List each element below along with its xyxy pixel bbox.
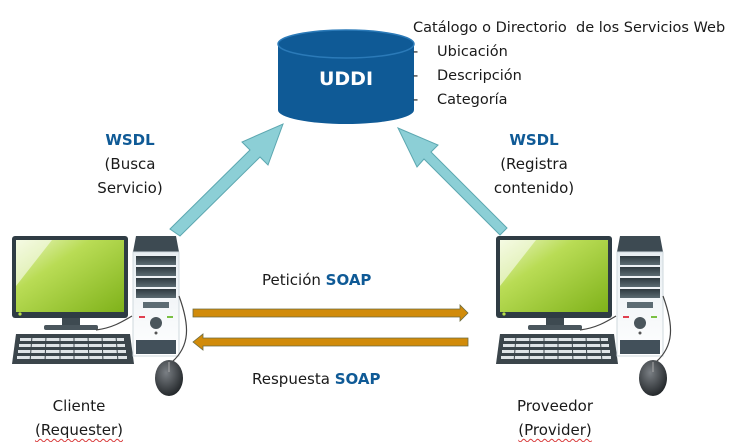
client-computer-icon (11, 235, 188, 397)
registry-description: Catálogo o Directorio de los Servicios W… (413, 16, 725, 112)
registry-item-label: Descripción (437, 68, 522, 84)
registry-item: - Descripción (413, 64, 725, 88)
request-protocol: SOAP (325, 271, 372, 289)
bullet-dash: - (413, 92, 419, 108)
bullet-dash: - (413, 44, 419, 60)
wsdl-protocol: WSDL (105, 131, 155, 149)
wsdl-action-line2: contenido) (493, 179, 575, 197)
wsdl-register-label: WSDL (Registra contenido) (482, 128, 586, 200)
client-role-text: (Requester) (34, 421, 124, 439)
wsdl-action-line1: (Busca (104, 155, 156, 173)
registry-description-title: Catálogo o Directorio de los Servicios W… (413, 20, 726, 36)
client-role: (Requester) (24, 418, 134, 442)
soap-response-arrow (192, 333, 469, 351)
soap-request-label: Petición SOAP (262, 268, 371, 292)
provider-role: (Provider) (500, 418, 610, 442)
soap-request-arrow (192, 304, 469, 322)
registry-item-label: Categoría (437, 92, 508, 108)
registry-item: - Ubicación (413, 40, 725, 64)
provider-computer-icon (495, 235, 672, 397)
soap-response-label: Respuesta SOAP (252, 367, 380, 391)
wsdl-register-arrow (396, 127, 508, 236)
uddi-database-icon (277, 29, 415, 124)
registry-item-label: Ubicación (437, 44, 508, 60)
client-name: Cliente (52, 397, 106, 415)
uddi-label: UDDI (318, 68, 374, 90)
wsdl-action-line1: (Registra (500, 155, 568, 173)
response-prefix: Respuesta (252, 370, 330, 388)
provider-name: Proveedor (517, 397, 593, 415)
wsdl-protocol: WSDL (509, 131, 559, 149)
provider-role-text: (Provider) (518, 421, 592, 439)
wsdl-search-arrow (169, 123, 284, 237)
registry-item: - Categoría (413, 88, 725, 112)
bullet-dash: - (413, 68, 419, 84)
wsdl-action-line2: Servicio) (97, 179, 163, 197)
client-label: Cliente (Requester) (24, 394, 134, 442)
response-protocol: SOAP (334, 370, 381, 388)
wsdl-search-label: WSDL (Busca Servicio) (82, 128, 178, 200)
provider-label: Proveedor (Provider) (500, 394, 610, 442)
request-prefix: Petición (262, 271, 321, 289)
